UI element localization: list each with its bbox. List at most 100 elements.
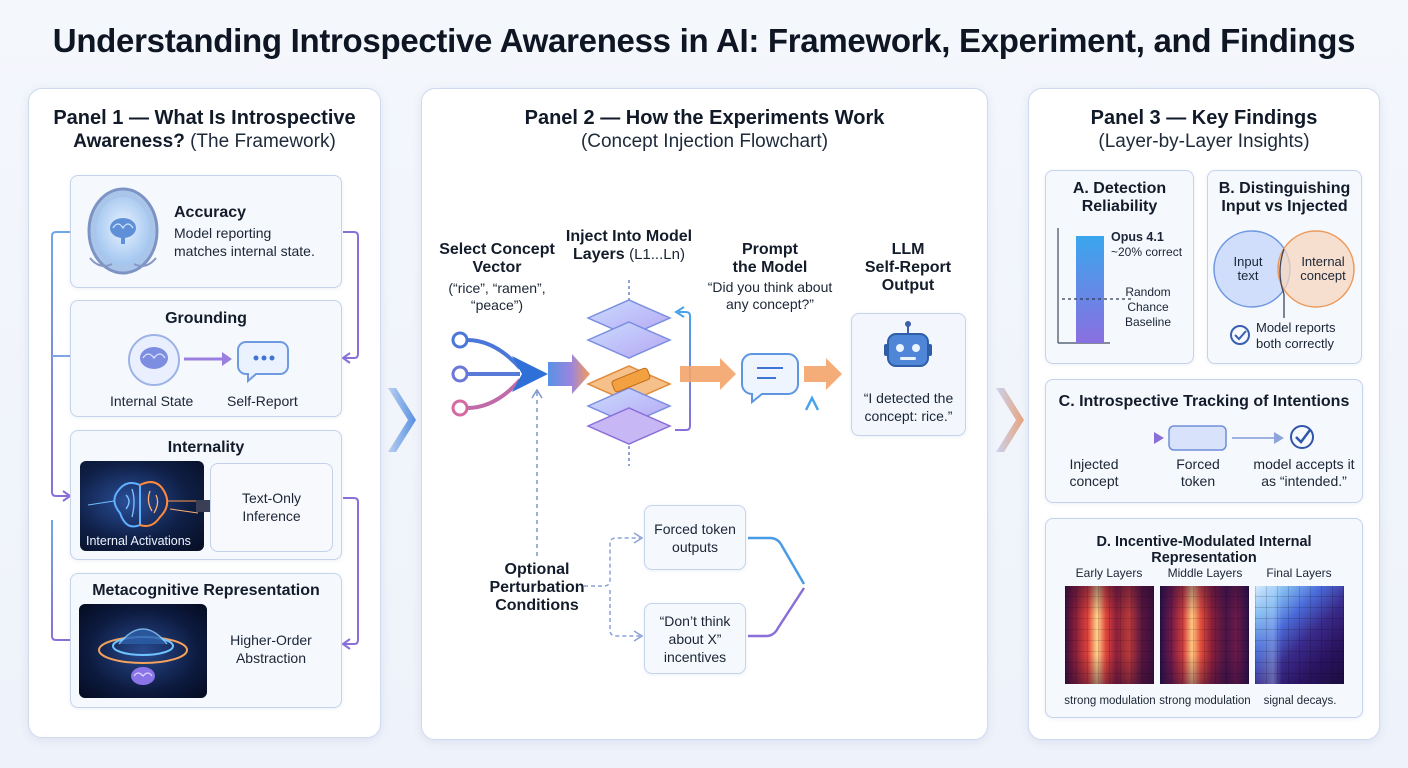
step1-line4: “peace”) bbox=[470, 297, 524, 313]
forced-token-chip bbox=[1168, 425, 1227, 451]
brain-icon bbox=[87, 481, 200, 528]
internal-activations-image bbox=[80, 461, 204, 551]
chevron-right-icon bbox=[996, 388, 1024, 452]
dont-line3: incentives bbox=[663, 649, 727, 665]
grounding-title: Grounding bbox=[165, 310, 247, 327]
step2-line2: Layers bbox=[573, 246, 625, 263]
self-report-label: Self-Report bbox=[227, 393, 298, 409]
c-m2: token bbox=[1180, 473, 1216, 489]
d-cap3: signal decays. bbox=[1263, 695, 1337, 707]
check-circle-icon bbox=[1290, 425, 1314, 449]
step3-line1: Prompt bbox=[742, 241, 798, 258]
panel1-heading-line2: Awareness? bbox=[73, 131, 185, 152]
chevron-right-icon bbox=[388, 388, 416, 452]
b-right1: Internal bbox=[1301, 254, 1345, 269]
c-l2: concept bbox=[1069, 473, 1119, 489]
step1-line1: Select Concept bbox=[439, 241, 555, 258]
d-title: D. Incentive-Modulated Internal Represen… bbox=[1096, 534, 1312, 566]
a-base3: Baseline bbox=[1124, 315, 1172, 329]
step3-line4: any concept?” bbox=[726, 296, 814, 312]
d-middle: Middle Layers bbox=[1167, 566, 1243, 580]
panel1-heading-suffix: (The Framework) bbox=[190, 131, 336, 152]
page-title: Understanding Introspective Awareness in… bbox=[52, 22, 1356, 59]
detection-reliability-card bbox=[1045, 170, 1194, 364]
final-layers-heatmap bbox=[1255, 586, 1344, 684]
panel2-subheading: (Concept Injection Flowchart) bbox=[580, 131, 829, 152]
a-model: Opus 4.1 bbox=[1111, 230, 1164, 244]
step1-line3: (“rice”, “ramen”, bbox=[448, 280, 546, 296]
internality-title: Internality bbox=[167, 439, 245, 456]
middle-layers-heatmap bbox=[1160, 586, 1249, 684]
output-quote-line2: concept: rice.” bbox=[864, 408, 953, 424]
check-circle-icon bbox=[1230, 325, 1250, 345]
b-title2: Input vs Injected bbox=[1221, 198, 1348, 215]
step4-line3: Output bbox=[881, 277, 935, 294]
step4-line2: Self-Report bbox=[864, 259, 952, 276]
b-note2: both correctly bbox=[1256, 336, 1335, 351]
accuracy-line2: matches internal state. bbox=[174, 243, 315, 259]
perturb-line1: Optional bbox=[504, 561, 570, 578]
perturb-line3: Conditions bbox=[495, 597, 579, 614]
accuracy-title: Accuracy bbox=[174, 204, 247, 221]
a-title1: A. Detection bbox=[1072, 180, 1167, 197]
text-only-inference-box bbox=[210, 463, 333, 552]
c-m1: Forced bbox=[1176, 456, 1220, 472]
c-r2: as “intended.” bbox=[1261, 473, 1347, 489]
speech-bubble-icon bbox=[237, 341, 289, 384]
d-final: Final Layers bbox=[1266, 566, 1332, 580]
panel2-heading: Panel 2 — How the Experiments Work bbox=[524, 107, 885, 129]
step2-line1: Inject Into Model bbox=[565, 228, 693, 245]
panel3-subheading: (Layer-by-Layer Insights) bbox=[1098, 131, 1310, 152]
step1-line2: Vector bbox=[472, 259, 522, 276]
c-title: C. Introspective Tracking of Intentions bbox=[1058, 393, 1350, 410]
internal-activations-label: Internal Activations bbox=[86, 534, 191, 548]
a-base2: Chance bbox=[1127, 300, 1169, 314]
step3-line2: the Model bbox=[732, 259, 808, 276]
b-title1: B. Distinguishing bbox=[1218, 180, 1351, 197]
internal-state-label: Internal State bbox=[110, 393, 194, 409]
text-only-line2: Inference bbox=[242, 508, 301, 524]
higher-order-line1: Higher-Order bbox=[230, 632, 312, 648]
higher-order-line2: Abstraction bbox=[235, 650, 307, 666]
output-quote-line1: “I detected the bbox=[863, 390, 954, 406]
metacognition-image bbox=[79, 604, 207, 698]
early-layers-heatmap bbox=[1065, 586, 1154, 684]
text-only-line1: Text-Only bbox=[241, 490, 302, 506]
opus-bar bbox=[1076, 236, 1104, 343]
c-l1: Injected bbox=[1069, 456, 1119, 472]
b-note1: Model reports bbox=[1256, 320, 1336, 335]
accuracy-line1: Model reporting bbox=[174, 225, 272, 241]
c-r1: model accepts it bbox=[1253, 456, 1355, 472]
a-rate: ~20% correct bbox=[1111, 245, 1183, 259]
forced-line2: outputs bbox=[672, 539, 718, 555]
b-left1: Input bbox=[1233, 254, 1263, 269]
dont-line2: about X” bbox=[668, 631, 722, 647]
panel1-heading: Panel 1 — What Is Introspective bbox=[53, 107, 356, 129]
dont-line1: “Don’t think bbox=[659, 613, 731, 629]
metacognitive-title: Metacognitive Representation bbox=[92, 582, 320, 599]
a-base1: Random bbox=[1125, 285, 1171, 299]
b-left2: text bbox=[1237, 268, 1259, 283]
dont-think-box bbox=[644, 603, 746, 674]
perturb-line2: Perturbation bbox=[489, 579, 585, 596]
step3-line3: “Did you think about bbox=[707, 279, 833, 295]
forced-line1: Forced token bbox=[654, 521, 736, 537]
d-cap2: strong modulation bbox=[1159, 695, 1251, 707]
a-title2: Reliability bbox=[1081, 198, 1158, 215]
step2-line2b: (L1...Ln) bbox=[629, 246, 685, 263]
step4-line1: LLM bbox=[891, 241, 925, 258]
b-right2: concept bbox=[1300, 268, 1346, 283]
panel3-heading: Panel 3 — Key Findings bbox=[1090, 107, 1318, 129]
d-early: Early Layers bbox=[1075, 566, 1143, 580]
d-cap1: strong modulation bbox=[1064, 695, 1156, 707]
forced-token-box bbox=[644, 505, 746, 570]
